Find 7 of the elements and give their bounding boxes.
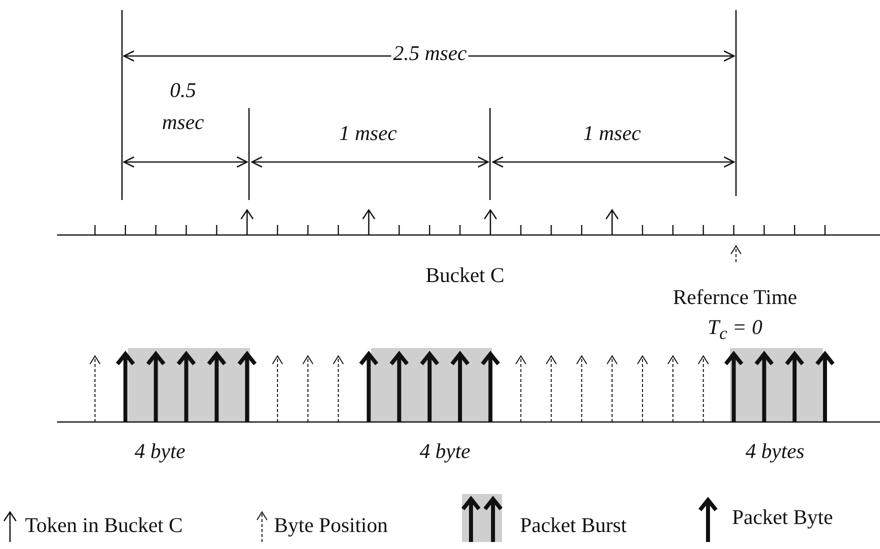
legend-label: Byte Position <box>274 514 388 538</box>
byte-count-label: 4 byte <box>418 440 472 464</box>
legend-label: Token in Bucket C <box>25 514 183 538</box>
byte-count-label: 4 byte <box>132 440 188 464</box>
byte-count-label: 4 bytes <box>744 440 806 464</box>
legend-label: Packet Burst <box>520 514 627 538</box>
legend-label: Packet Byte <box>732 506 833 530</box>
